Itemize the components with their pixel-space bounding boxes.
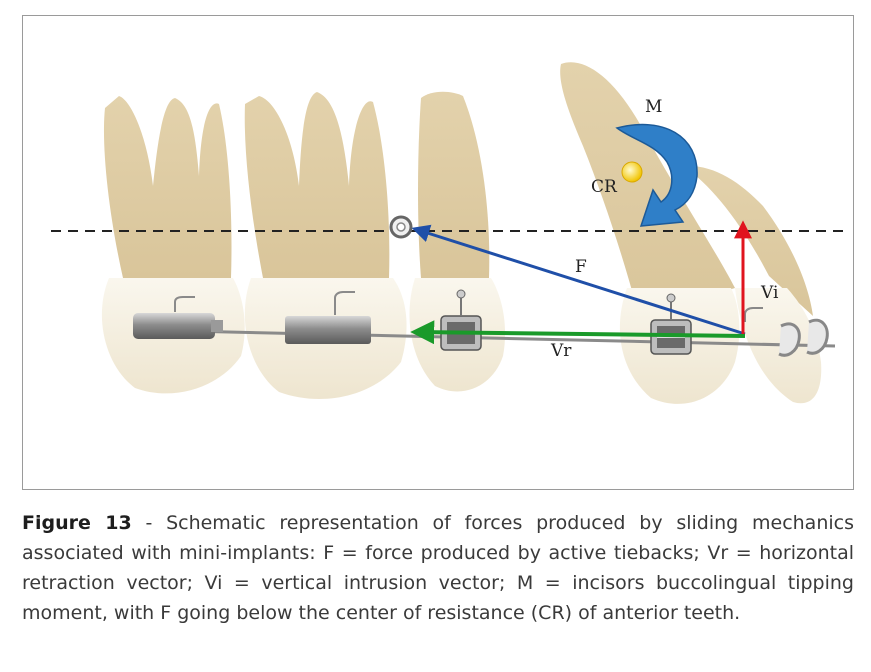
figure-caption: Figure 13 - Schematic representation of … xyxy=(22,508,854,628)
label-horizontal-retraction: Vr xyxy=(550,341,572,361)
archwire xyxy=(142,328,836,348)
tooth-molar-1 xyxy=(101,96,245,394)
label-moment: M xyxy=(645,97,662,117)
caption-text: - Schematic representation of forces pro… xyxy=(22,512,854,624)
mini-implant xyxy=(389,215,413,239)
tooth-molar-2 xyxy=(244,92,407,400)
figure-frame: M CR F Vi Vr xyxy=(22,15,854,490)
moment-arrow xyxy=(615,123,698,227)
force-arrow xyxy=(411,224,746,336)
caption-figure-label: Figure 13 xyxy=(22,512,132,534)
incisor-brackets xyxy=(744,307,829,357)
label-vertical-intrusion: Vi xyxy=(760,283,779,303)
center-of-resistance-marker xyxy=(621,161,643,183)
retraction-arrow xyxy=(410,320,746,345)
label-center-of-resistance: CR xyxy=(591,177,618,197)
molar-tube-2 xyxy=(285,291,371,344)
force-diagram: M CR F Vi Vr xyxy=(51,62,843,404)
molar-tube-1 xyxy=(133,296,223,339)
label-force: F xyxy=(575,257,587,277)
